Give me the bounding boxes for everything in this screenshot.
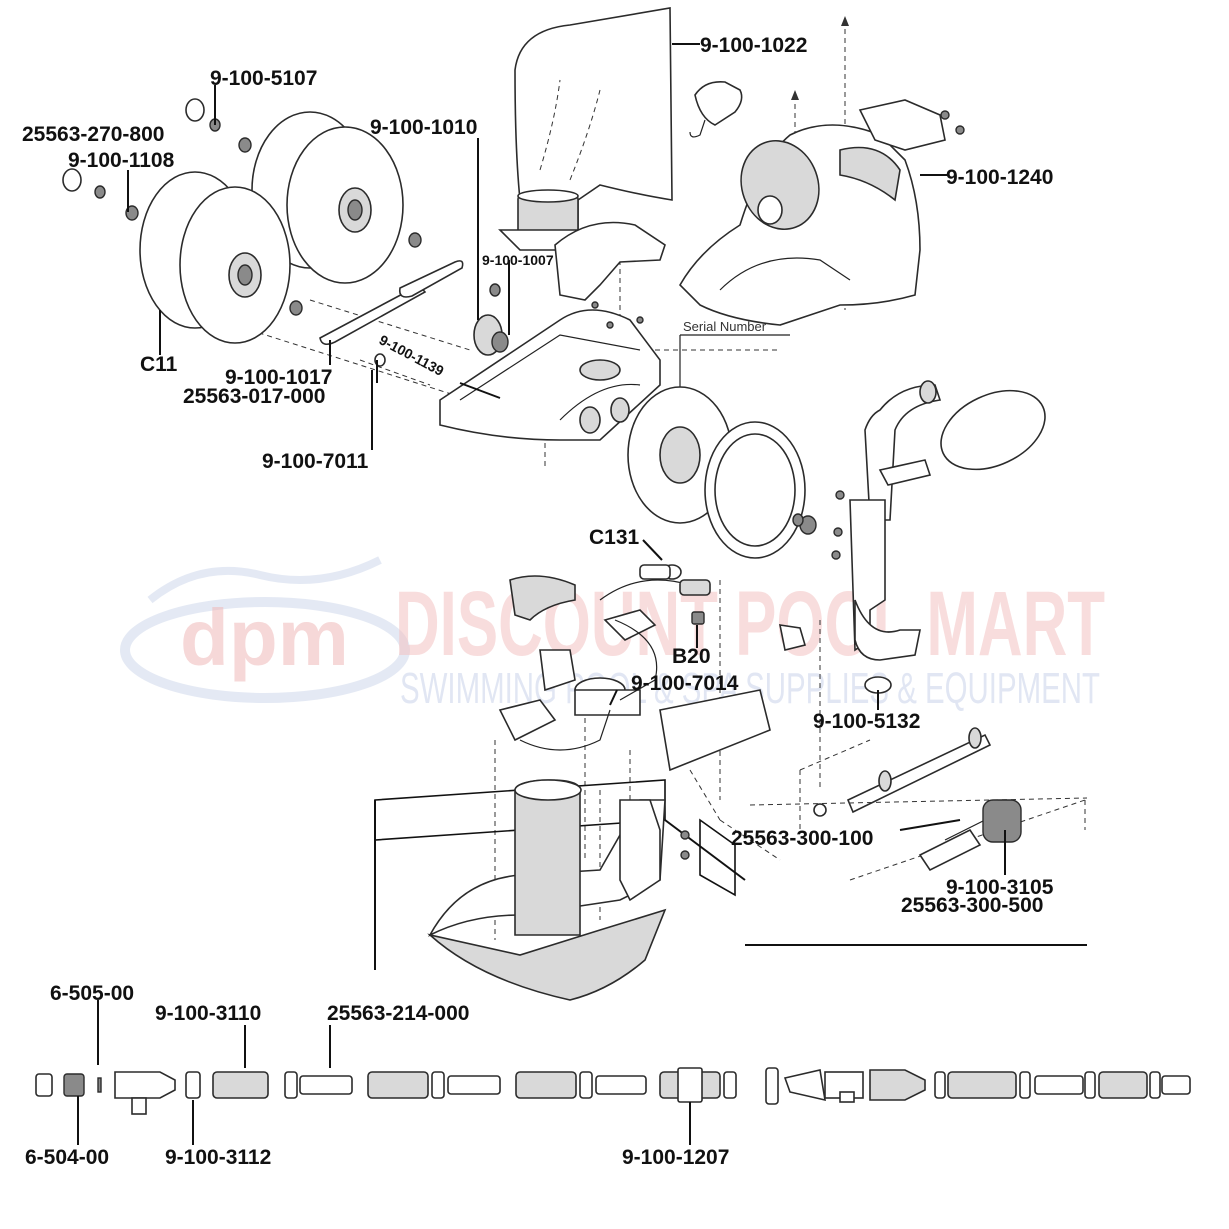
- front-right-wheel: [627, 386, 817, 559]
- drive-gear: [473, 314, 509, 356]
- label-25563-300-500: 25563-300-500: [901, 894, 1043, 917]
- label-9-100-1017: 9-100-1017: [225, 366, 332, 389]
- label-serial-number: Serial Number: [683, 319, 767, 334]
- label-25563-214-000: 25563-214-000: [327, 1002, 469, 1025]
- sweep-hose: [813, 727, 992, 817]
- label-6-505-00: 6-505-00: [50, 982, 134, 1005]
- label-6-504-00: 6-504-00: [25, 1146, 109, 1169]
- label-25563-017-000: 25563-017-000: [183, 385, 325, 408]
- sweep-tail: [749, 797, 1088, 872]
- label-b20: B20: [672, 645, 711, 668]
- debris-bag: [498, 7, 673, 251]
- label-9-100-1139: 9-100-1139: [377, 332, 447, 379]
- label-9-100-1240: 9-100-1240: [946, 166, 1053, 189]
- sweep-hose-mount: [831, 490, 921, 694]
- label-9-100-1010: 9-100-1010: [370, 116, 477, 139]
- label-9-100-1007: 9-100-1007: [482, 252, 554, 268]
- top-body-cover: [679, 99, 965, 326]
- label-9-100-3112: 9-100-3112: [165, 1146, 271, 1169]
- label-9-100-1022: 9-100-1022: [700, 34, 807, 57]
- hose-assembly-row: [35, 1067, 1191, 1115]
- label-c131: C131: [589, 526, 640, 549]
- swivel-elbow: [864, 380, 942, 521]
- label-c11: C11: [140, 353, 178, 376]
- label-9-100-3110: 9-100-3110: [155, 1002, 261, 1025]
- watermark-brand: DISCOUNT POOL MART: [395, 573, 1105, 675]
- watermark-logo-text: dpm: [180, 593, 349, 682]
- front-left-wheel-assembly: [139, 171, 291, 344]
- drive-belts: [319, 260, 464, 346]
- label-9-100-5107: 9-100-5107: [210, 67, 317, 90]
- label-9-100-5132: 9-100-5132: [813, 710, 920, 733]
- watermark-logo: dpm: [120, 556, 410, 703]
- label-9-100-7011: 9-100-7011: [262, 450, 369, 473]
- gearbox-chassis: [439, 221, 666, 441]
- base-assembly: [374, 779, 1087, 1001]
- internal-hoses: [519, 619, 658, 751]
- label-25563-300-100: 25563-300-100: [731, 827, 873, 850]
- label-25563-270-800: 25563-270-800: [22, 123, 164, 146]
- label-9-100-1207: 9-100-1207: [622, 1146, 729, 1169]
- backup-valve-parts: [498, 564, 807, 772]
- label-9-100-7014: 9-100-7014: [631, 672, 739, 695]
- bag-clip: [689, 80, 743, 138]
- float-bulb: [940, 389, 1046, 471]
- label-9-100-1108: 9-100-1108: [68, 149, 175, 172]
- label-9-100-3105: 9-100-3105: [946, 876, 1054, 899]
- leader-lines: [77, 43, 1006, 1145]
